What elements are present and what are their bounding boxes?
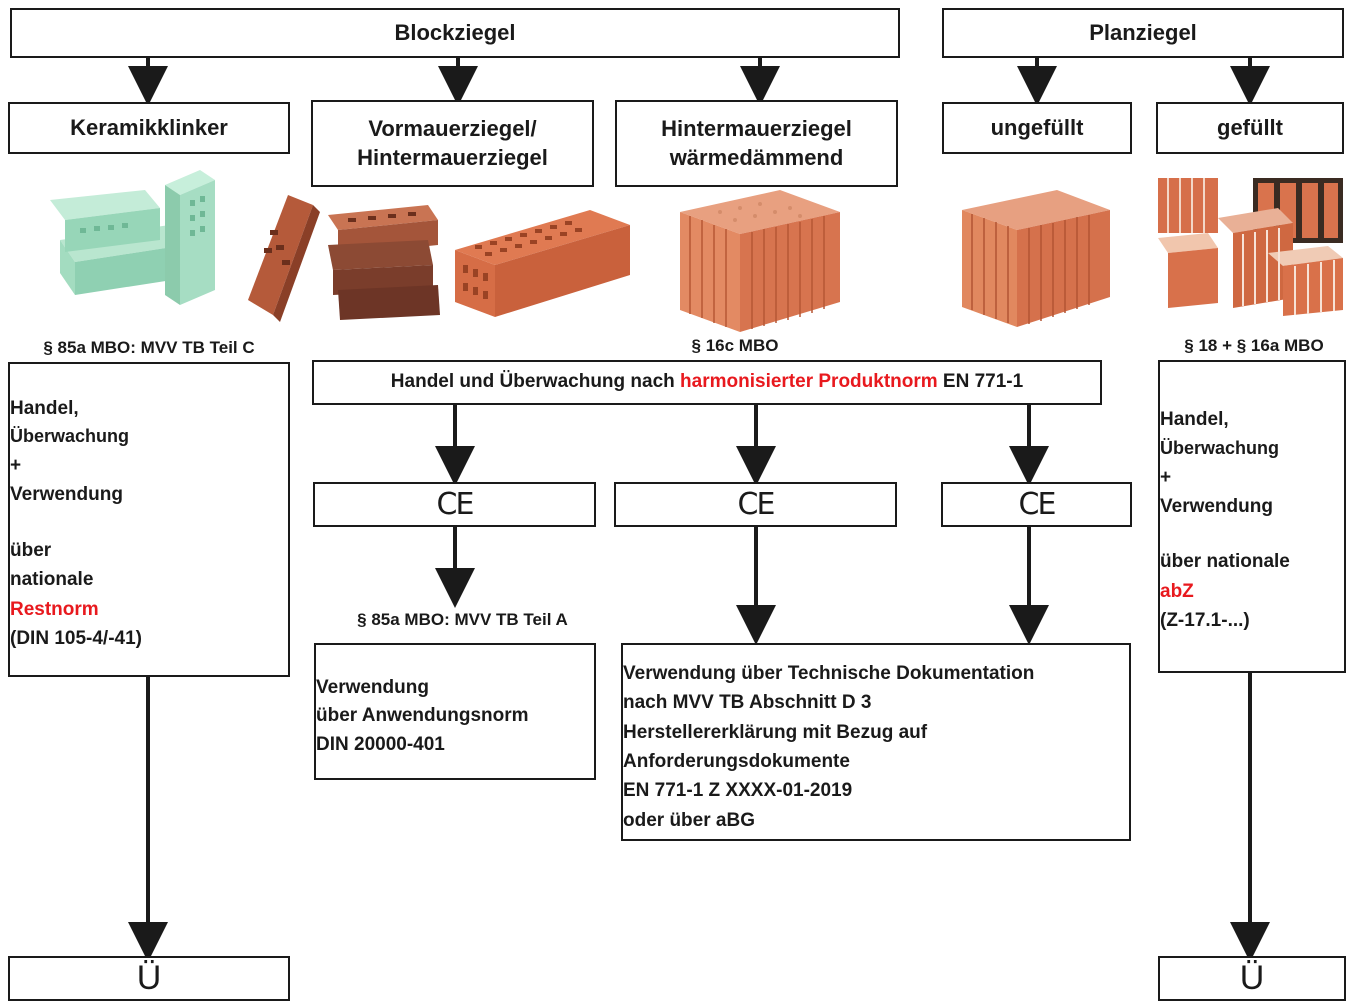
- verwendung-right-l5: EN 771-1 Z XXXX-01-2019: [623, 780, 853, 802]
- hintermauer-line2: wärmedämmend: [669, 144, 844, 170]
- verwendung-left-l1: Verwendung: [316, 676, 429, 698]
- planziegel-header: Planziegel: [942, 8, 1344, 58]
- left-plus: +: [10, 454, 22, 476]
- ue-mark-box-left: Ü: [8, 956, 290, 1001]
- handel-highlight: harmonisierter Produktnorm: [680, 371, 938, 393]
- verwendung-right-l4: Anforderungsdokumente: [623, 751, 850, 772]
- ce-mark-icon: CE: [1018, 487, 1057, 522]
- right-national-box: Handel, Überwachung + Verwendung über na…: [1158, 360, 1346, 673]
- ue-mark-box-right: Ü: [1158, 956, 1346, 1001]
- blockziegel-label: Blockziegel: [394, 19, 516, 45]
- ue-mark-icon: Ü: [136, 959, 162, 998]
- legal-teil-a-label: § 85a MBO: MVV TB Teil A: [357, 610, 568, 629]
- left-national-box: Handel, Überwachung + Verwendung über na…: [8, 362, 290, 677]
- ce-box-3: CE: [941, 482, 1132, 527]
- unfilled-plan-brick-image: [962, 190, 1110, 327]
- insulating-block-brick-image: [680, 190, 840, 332]
- ce-box-2: CE: [614, 482, 897, 527]
- gefuellt-label: gefüllt: [1217, 114, 1283, 140]
- verwendung-anwendungsnorm-box: Verwendung über Anwendungsnorm DIN 20000…: [314, 643, 596, 780]
- left-handel: Handel,: [10, 397, 79, 419]
- planziegel-label: Planziegel: [1089, 19, 1197, 45]
- keramikklinker-label: Keramikklinker: [70, 114, 228, 140]
- handel-prefix: Handel und Überwachung nach: [390, 371, 681, 393]
- blockziegel-header: Blockziegel: [10, 8, 900, 58]
- left-ueberwachung: Überwachung: [10, 425, 130, 446]
- right-handel: Handel,: [1160, 409, 1229, 431]
- legal-center-label: § 16c MBO: [691, 336, 779, 355]
- left-verwendung: Verwendung: [10, 484, 123, 506]
- verwendung-right-l3: Herstellererklärung mit Bezug auf: [623, 721, 928, 743]
- legal-left-label: § 85a MBO: MVV TB Teil C: [43, 338, 255, 357]
- right-verwendung: Verwendung: [1160, 496, 1273, 517]
- handel-suffix: EN 771-1: [937, 371, 1024, 393]
- left-nationale: nationale: [10, 569, 94, 591]
- verwendung-right-l6: oder über aBG: [623, 809, 755, 831]
- right-plus: +: [1160, 466, 1172, 488]
- vormauer-line1: Vormauerziegel/: [368, 115, 537, 141]
- vormauer-line2: Hintermauerziegel: [357, 144, 548, 170]
- ce-mark-icon: CE: [737, 487, 776, 522]
- verwendung-technische-dokumentation-box: Verwendung über Technische Dokumentation…: [621, 643, 1131, 841]
- ungefuellt-label: ungefüllt: [990, 114, 1084, 140]
- left-restnorm: Restnorm: [10, 598, 99, 620]
- left-din: (DIN 105-4/-41): [10, 628, 142, 650]
- category-hintermauerziegel: Hintermauerziegel wärmedämmend: [615, 100, 898, 187]
- ce-mark-icon: CE: [436, 487, 475, 522]
- handel-ueberwachung-bar: Handel und Überwachung nach harmonisiert…: [312, 360, 1102, 405]
- verwendung-right-l2: nach MVV TB Abschnitt D 3: [623, 692, 872, 714]
- right-ueber-nationale: über nationale: [1160, 551, 1290, 573]
- filled-plan-bricks-image: [1158, 178, 1343, 316]
- legal-right-label: § 18 + § 16a MBO: [1184, 336, 1324, 355]
- ue-mark-icon: Ü: [1239, 959, 1265, 998]
- perforated-brick-image: [455, 210, 630, 317]
- verwendung-right-l1: Verwendung über Technische Dokumentation: [623, 662, 1035, 684]
- verwendung-left-l3: DIN 20000-401: [316, 733, 445, 755]
- verwendung-left-l2: über Anwendungsnorm: [316, 705, 529, 727]
- category-ungefuellt: ungefüllt: [942, 102, 1132, 154]
- category-gefuellt: gefüllt: [1156, 102, 1344, 154]
- green-clinker-bricks-image: [50, 170, 215, 305]
- category-keramikklinker: Keramikklinker: [8, 102, 290, 154]
- ce-box-1: CE: [313, 482, 596, 527]
- right-abz: abZ: [1160, 580, 1194, 602]
- category-vormauerziegel: Vormauerziegel/ Hintermauerziegel: [311, 100, 594, 187]
- left-ueber: über: [10, 539, 52, 561]
- hintermauer-line1: Hintermauerziegel: [661, 115, 852, 141]
- red-facing-bricks-image: [248, 195, 440, 322]
- right-z-number: (Z-17.1-...): [1160, 610, 1250, 632]
- right-ueberwachung: Überwachung: [1160, 437, 1280, 458]
